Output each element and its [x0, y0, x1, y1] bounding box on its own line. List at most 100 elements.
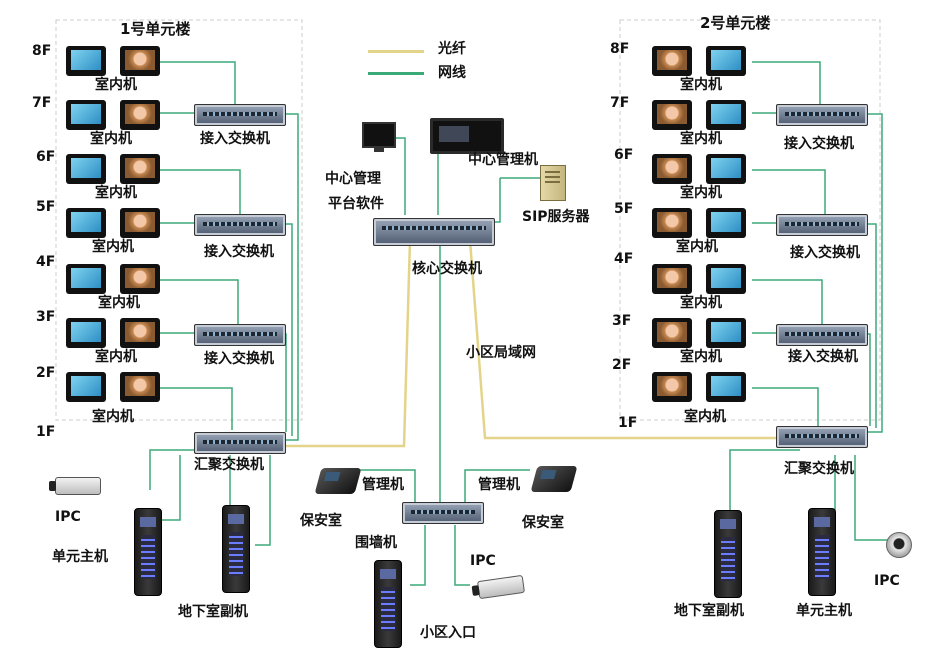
indoor-screen-icon [120, 46, 160, 76]
b1-unit-host-label: 单元主机 [52, 549, 108, 565]
b1-indoor-label-4F: 室内机 [98, 295, 140, 311]
b2-agg-switch [776, 426, 868, 448]
b2-floor-1F: 1F [618, 415, 638, 431]
indoor-screen-icon [706, 46, 746, 76]
b2-agg-switch-label: 汇聚交换机 [784, 461, 854, 477]
entrance-switch [402, 502, 484, 524]
b1-access-switch-5F [194, 214, 286, 236]
b2-indoor-label-6F: 室内机 [680, 185, 722, 201]
b1-access-switch-label-7F: 接入交换机 [200, 131, 270, 147]
b1-indoor-label-3F: 室内机 [95, 349, 137, 365]
legend-cable-swatch [368, 72, 424, 75]
indoor-screen-icon [120, 264, 160, 294]
indoor-screen-icon [66, 264, 106, 294]
monitor-icon [362, 122, 396, 152]
b1-agg-switch-label: 汇聚交换机 [194, 457, 264, 473]
b1-floor-7F: 7F [32, 95, 52, 111]
indoor-screen-icon [652, 100, 692, 130]
core-switch-label: 核心交换机 [412, 261, 482, 277]
b2-access-switch-3F [776, 324, 868, 346]
indoor-screen-icon [66, 46, 106, 76]
b1-indoor-label-7F: 室内机 [90, 131, 132, 147]
server-icon [540, 165, 566, 201]
b1-basement-device [222, 505, 250, 593]
b2-floor-8F: 8F [610, 41, 630, 57]
b1-unit-host-device [134, 508, 162, 596]
core-switch [373, 218, 495, 246]
indoor-screen-icon [66, 372, 106, 402]
ipc-camera-icon [49, 477, 101, 495]
wall-unit-device [374, 560, 402, 648]
fiber-links [285, 239, 782, 448]
b2-indoor-label-8F: 室内机 [680, 77, 722, 93]
b2-indoor-label-7F: 室内机 [680, 131, 722, 147]
b2-floor-6F: 6F [614, 147, 634, 163]
b1-indoor-label-8F: 室内机 [95, 77, 137, 93]
b2-floor-3F: 3F [612, 313, 632, 329]
b2-floor-2F: 2F [612, 357, 632, 373]
indoor-screen-icon [652, 264, 692, 294]
platform-label-line2: 平台软件 [328, 196, 384, 212]
indoor-screen-icon [120, 208, 160, 238]
guard-label-right: 保安室 [522, 515, 564, 531]
platform-label-line1: 中心管理 [325, 171, 381, 187]
legend-fiber-label: 光纤 [438, 41, 466, 57]
b2-indoor-label-5F: 室内机 [676, 239, 718, 255]
indoor-screen-icon [652, 318, 692, 348]
wall-unit-label: 围墙机 [355, 535, 397, 551]
b2-access-switch-label-7F: 接入交换机 [784, 136, 854, 152]
indoor-screen-icon [706, 154, 746, 184]
b2-access-switch-7F [776, 104, 868, 126]
indoor-screen-icon [120, 372, 160, 402]
legend-fiber-swatch [368, 50, 424, 53]
b1-ipc-label: IPC [55, 509, 81, 525]
b2-ipc-label: IPC [874, 573, 900, 589]
b2-basement-label: 地下室副机 [674, 603, 744, 619]
b2-floor-4F: 4F [614, 251, 634, 267]
indoor-screen-icon [66, 154, 106, 184]
mgr-label-left: 管理机 [362, 477, 404, 493]
indoor-screen-icon [120, 154, 160, 184]
b2-unit-host-label: 单元主机 [796, 603, 852, 619]
guard-console-right [530, 466, 578, 492]
guard-label-left: 保安室 [300, 513, 342, 529]
b1-floor-6F: 6F [36, 149, 56, 165]
entrance-ipc-label: IPC [470, 553, 496, 569]
b1-access-switch-7F [194, 104, 286, 126]
building2-title: 2号单元楼 [700, 14, 771, 32]
b2-floor-7F: 7F [610, 95, 630, 111]
b1-indoor-label-6F: 室内机 [95, 185, 137, 201]
b2-indoor-label-3F: 室内机 [680, 349, 722, 365]
b2-basement-device [714, 510, 742, 598]
fiber-agg2-core [468, 239, 782, 440]
b1-floor-5F: 5F [36, 199, 56, 215]
b1-indoor-label-5F: 室内机 [92, 239, 134, 255]
fiber-agg1-core [285, 239, 412, 448]
indoor-screen-icon [706, 264, 746, 294]
indoor-screen-icon [706, 100, 746, 130]
b2-indoor-label-4F: 室内机 [680, 295, 722, 311]
b2-access-switch-5F [776, 214, 868, 236]
indoor-screen-icon [66, 318, 106, 348]
indoor-screen-icon [706, 372, 746, 402]
indoor-screen-icon [120, 318, 160, 348]
indoor-screen-icon [66, 208, 106, 238]
guard-console-left [314, 468, 362, 494]
entrance-label: 小区入口 [420, 625, 476, 641]
center-manager-device [430, 118, 504, 154]
indoor-screen-icon [652, 46, 692, 76]
indoor-screen-icon [120, 100, 160, 130]
b1-floor-1F: 1F [36, 424, 56, 440]
b2-floor-5F: 5F [614, 201, 634, 217]
sip-server-label: SIP服务器 [522, 209, 590, 225]
b1-access-switch-label-3F: 接入交换机 [204, 351, 274, 367]
b1-basement-label: 地下室副机 [178, 604, 248, 620]
b2-access-switch-label-5F: 接入交换机 [790, 245, 860, 261]
indoor-screen-icon [652, 372, 692, 402]
center-manager-label: 中心管理机 [468, 152, 538, 168]
building2-frame [619, 19, 881, 421]
b1-floor-3F: 3F [36, 309, 56, 325]
b2-access-switch-label-3F: 接入交换机 [788, 349, 858, 365]
b1-floor-4F: 4F [36, 254, 56, 270]
